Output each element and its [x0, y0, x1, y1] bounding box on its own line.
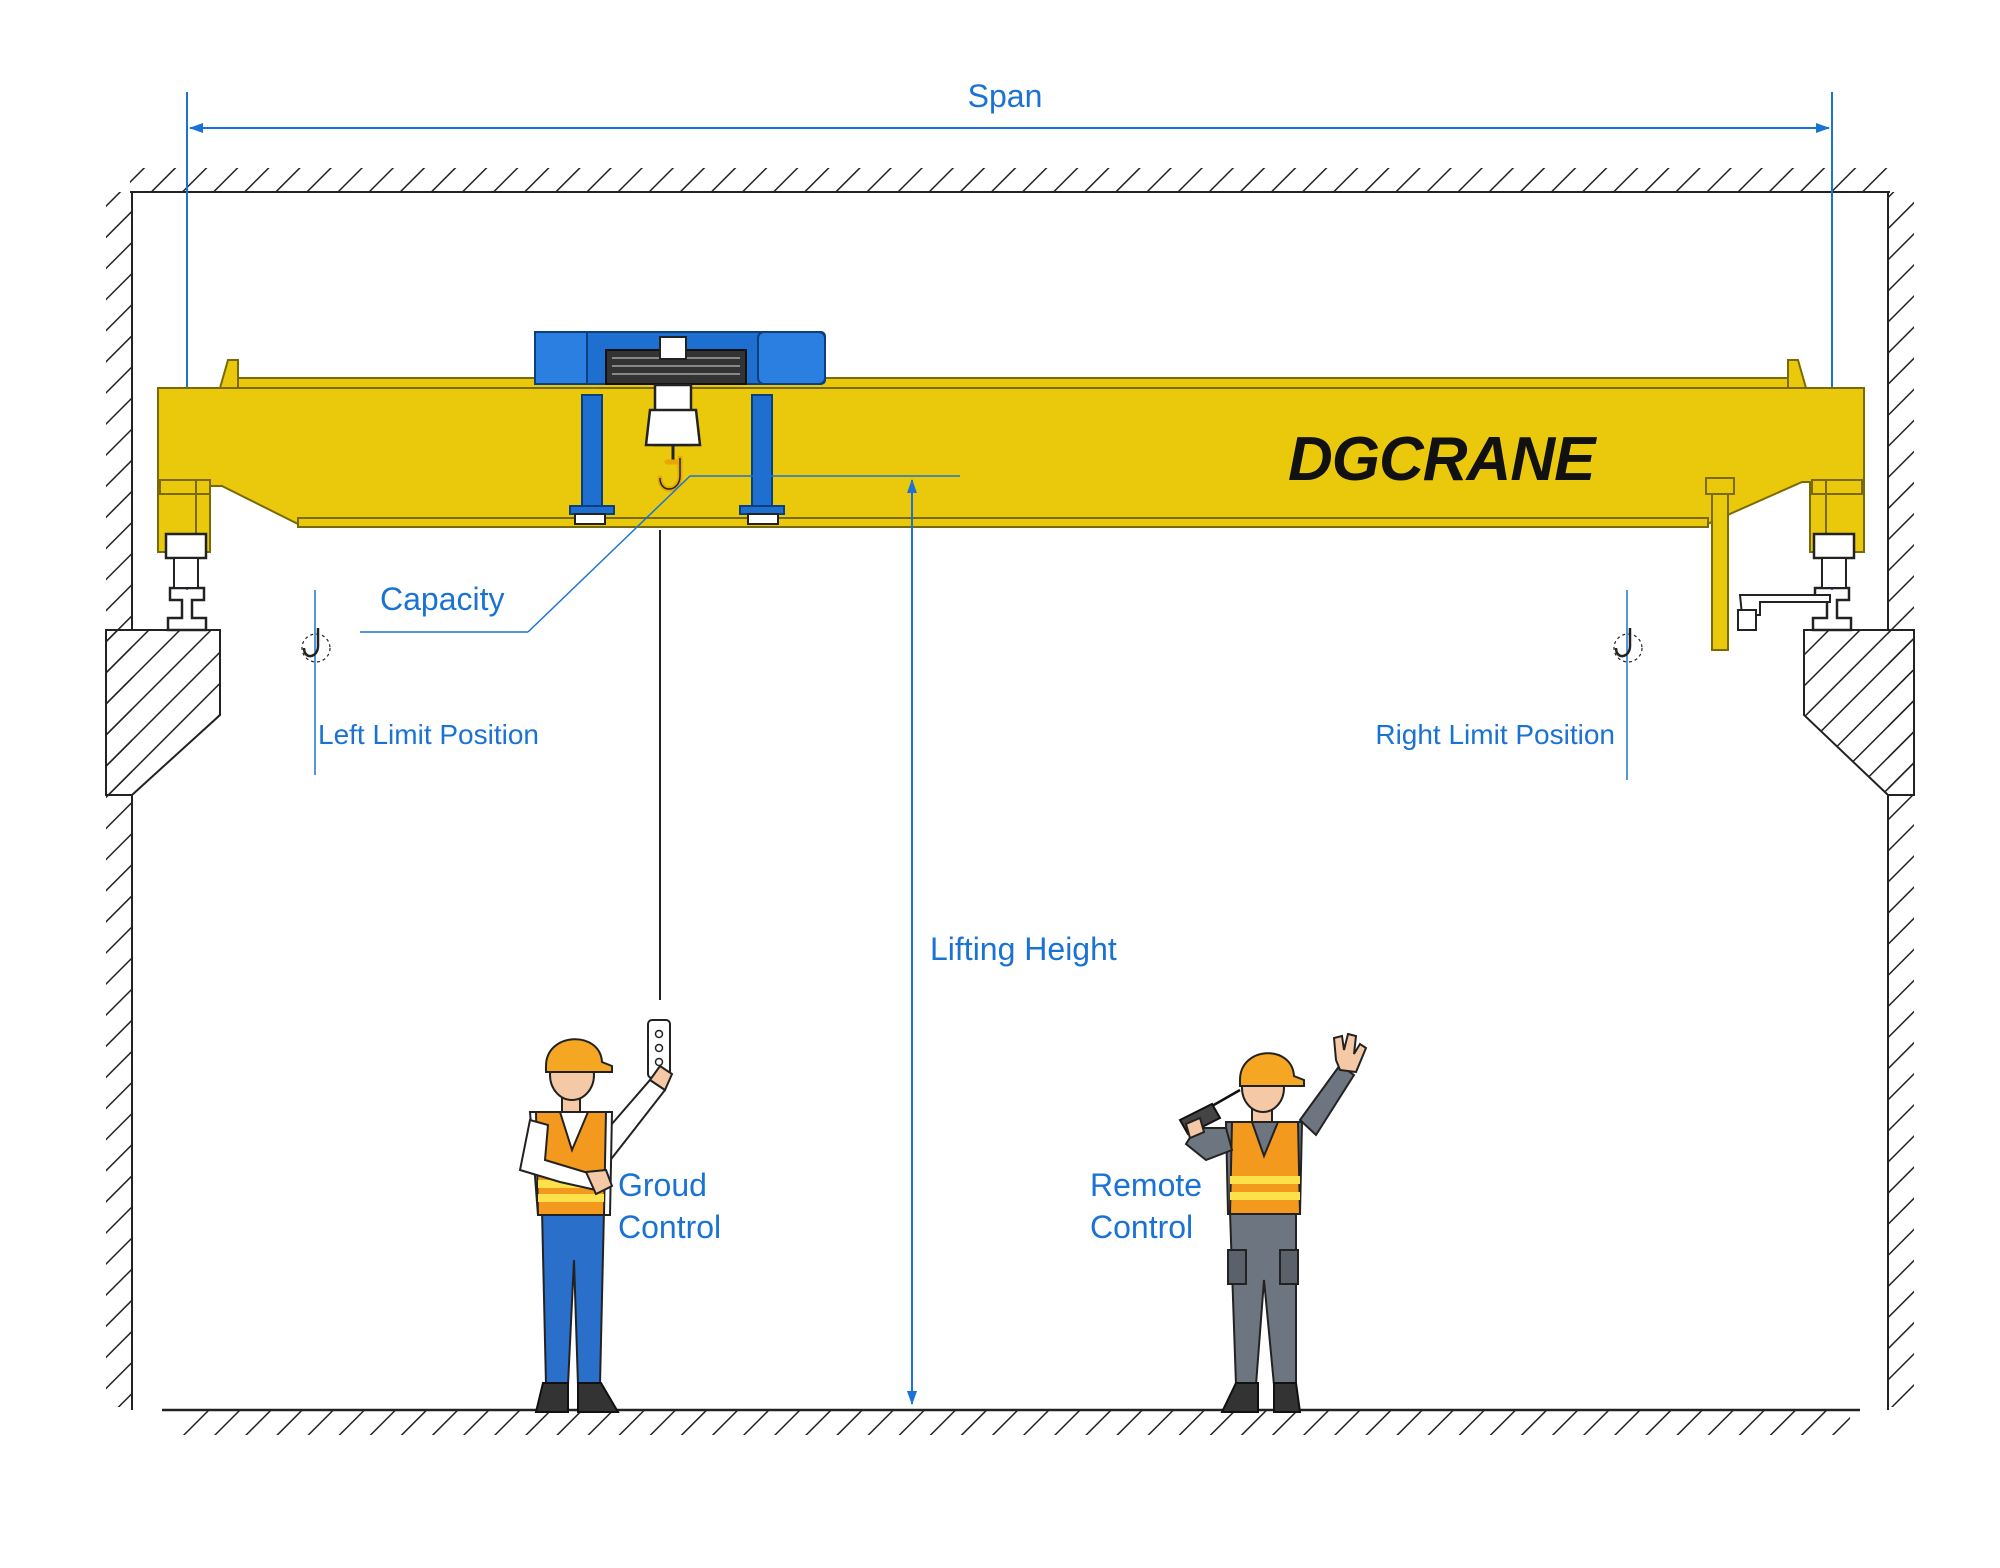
- ground-control-label-2: Control: [618, 1209, 721, 1245]
- worker-remote-control: [1178, 1032, 1368, 1413]
- capacity-label: Capacity: [380, 581, 505, 617]
- span-label: Span: [968, 78, 1043, 114]
- worker2-pants: [1228, 1211, 1297, 1386]
- left-corbel: [105, 629, 221, 796]
- hoist-gearbox: [757, 331, 826, 385]
- lifting-height-label: Lifting Height: [930, 931, 1117, 967]
- building-structure: [105, 168, 1915, 1435]
- hoist-motor: [534, 331, 588, 385]
- remote-control-label-1: Remote: [1090, 1167, 1202, 1203]
- worker1-helmet: [545, 1038, 613, 1073]
- conductor-bracket: [1711, 477, 1729, 651]
- wheel-left: [164, 532, 208, 560]
- left-limit-hook-icon: [302, 628, 320, 658]
- right-limit-position: Right Limit Position: [1375, 590, 1643, 780]
- girder-bottom-flange: [297, 517, 1709, 528]
- floor-hatch: [180, 1411, 1850, 1435]
- end-truck-left-plate: [159, 479, 211, 495]
- hoist-legs-left: [581, 394, 603, 511]
- remote-control-label-2: Control: [1090, 1209, 1193, 1245]
- electric-hoist: [534, 331, 826, 525]
- capacity-annotation: Capacity: [360, 475, 960, 633]
- lifting-height-dimension: Lifting Height: [907, 479, 1117, 1405]
- right-limit-hook-icon: [1614, 628, 1632, 658]
- wheel-right: [1812, 532, 1856, 560]
- girder-end-stop-right: [1787, 359, 1808, 389]
- right-limit-label: Right Limit Position: [1375, 719, 1615, 750]
- right-corbel: [1803, 629, 1915, 796]
- ground-control-label-1: Groud: [618, 1167, 707, 1203]
- worker2-vest: [1228, 1121, 1302, 1215]
- dgcrane-logo: DGCRANE: [1288, 425, 1597, 494]
- worker-ground-control: [518, 1019, 674, 1413]
- left-wall-hatch: [106, 192, 132, 1407]
- hook-block-lower: [644, 408, 702, 447]
- worker1-pants: [540, 1209, 606, 1386]
- left-limit-label: Left Limit Position: [318, 719, 539, 750]
- worker2-helmet: [1239, 1052, 1305, 1087]
- left-limit-position: Left Limit Position: [301, 590, 539, 775]
- ceiling-hatch: [130, 168, 1890, 192]
- girder-top-plate: [229, 377, 1796, 389]
- girder-end-stop-left: [218, 359, 239, 389]
- end-truck-right-plate: [1811, 479, 1863, 495]
- hoist-legs-right: [751, 394, 773, 511]
- right-wall-hatch: [1888, 192, 1914, 1407]
